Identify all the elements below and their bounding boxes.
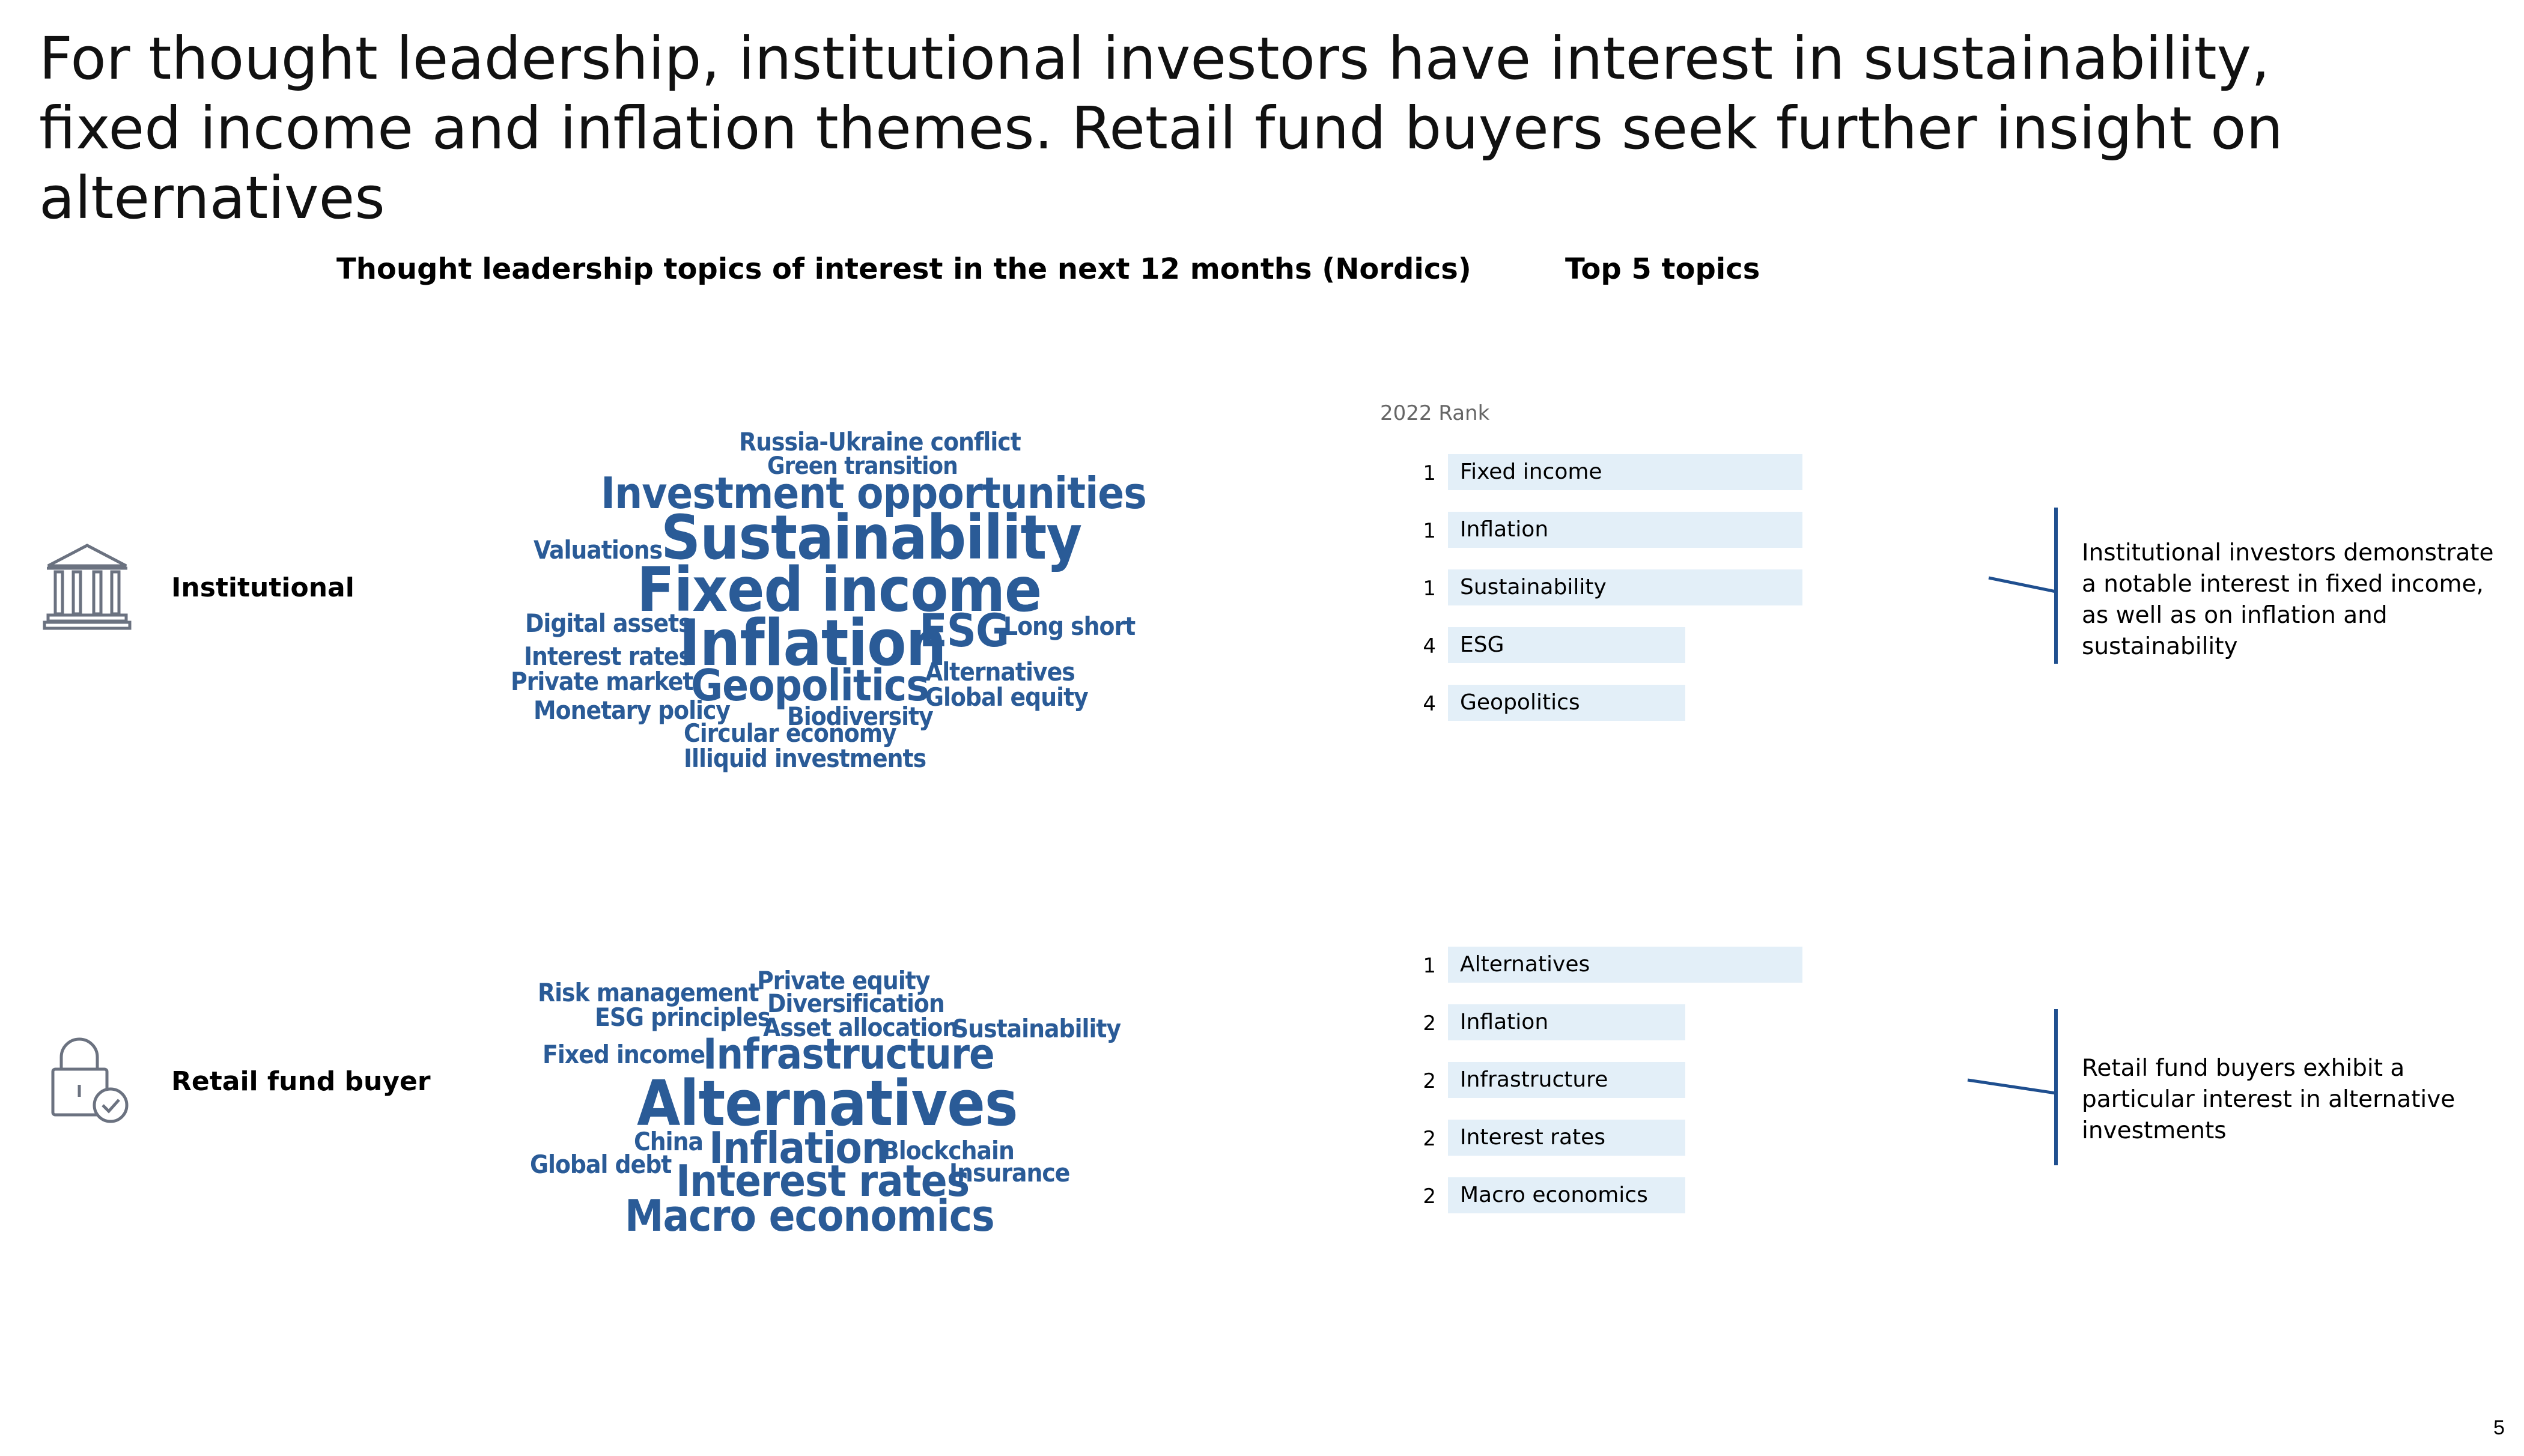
topic-bar xyxy=(1448,947,1802,983)
topic-label: Sustainability xyxy=(1460,575,1607,599)
word-cloud-term: Asset allocation xyxy=(763,1013,958,1042)
topic-label: Alternatives xyxy=(1460,952,1590,977)
word-cloud-term: Investment opportunities xyxy=(601,468,1147,518)
word-cloud-heading: Thought leadership topics of interest in… xyxy=(336,252,1471,286)
topic-bar xyxy=(1448,512,1802,548)
topic-label: Interest rates xyxy=(1460,1125,1606,1150)
rank-number: 1 xyxy=(1423,519,1436,543)
slide-title: For thought leadership, institutional in… xyxy=(39,25,2283,232)
topic-label: Inflation xyxy=(1460,517,1549,542)
word-cloud-term: Biodiversity xyxy=(787,702,934,731)
word-cloud-term: Russia-Ukraine conflict xyxy=(739,427,1021,457)
word-cloud-term: Digital assets xyxy=(525,608,692,638)
topic-bar xyxy=(1448,685,1685,721)
top-topics-heading: Top 5 topics xyxy=(1565,252,1760,286)
word-cloud-term: Sustainability xyxy=(661,502,1082,574)
word-cloud-term: Circular economy xyxy=(684,718,897,748)
rank-number: 2 xyxy=(1423,1069,1436,1093)
rank-number: 2 xyxy=(1423,1127,1436,1151)
word-cloud-term: ESG principles xyxy=(595,1003,771,1032)
institutional-bracket xyxy=(1988,508,2058,664)
topic-label: ESG xyxy=(1460,632,1504,657)
retail-bracket xyxy=(1967,1009,2058,1165)
rank-number: 1 xyxy=(1423,954,1436,978)
word-cloud-term: Sustainability xyxy=(952,1014,1121,1043)
bank-building-icon xyxy=(42,541,132,631)
word-cloud-term: Inflation xyxy=(709,1123,889,1173)
rank-number: 1 xyxy=(1423,577,1436,601)
word-cloud-term: ESG xyxy=(919,604,1009,657)
word-cloud-term: Long short xyxy=(1003,611,1136,641)
topic-bar xyxy=(1448,1177,1685,1213)
retail-fund-buyer-label: Retail fund buyer xyxy=(171,1066,431,1097)
word-cloud-term: Private market xyxy=(511,667,693,696)
retail-note: Retail fund buyers exhibit a particular … xyxy=(2082,1055,2456,1144)
rank-number: 1 xyxy=(1423,461,1436,485)
word-cloud-term: China xyxy=(634,1127,704,1156)
topic-bar xyxy=(1448,1120,1685,1156)
word-cloud-term: Risk management xyxy=(538,978,759,1007)
word-cloud-term: Fixed income xyxy=(543,1040,705,1069)
word-cloud-term: Insurance xyxy=(949,1158,1070,1188)
word-cloud-term: Fixed income xyxy=(637,554,1042,626)
lock-check-icon xyxy=(48,1033,129,1129)
rank-number: 2 xyxy=(1423,1185,1436,1209)
rank-number: 4 xyxy=(1423,692,1436,716)
word-cloud-term: Illiquid investments xyxy=(684,744,926,773)
word-cloud-term: Interest rates xyxy=(676,1156,970,1206)
topic-bar xyxy=(1448,1004,1685,1040)
word-cloud-term: Infrastructure xyxy=(703,1030,995,1079)
topic-bar xyxy=(1448,627,1685,663)
word-cloud-term: Valuations xyxy=(534,535,663,565)
rank-number: 4 xyxy=(1423,634,1436,658)
topic-label: Macro economics xyxy=(1460,1183,1648,1207)
topic-bar xyxy=(1448,569,1802,605)
word-cloud-term: Private equity xyxy=(757,966,930,995)
word-cloud-term: Blockchain xyxy=(882,1136,1015,1165)
word-cloud-term: Global equity xyxy=(925,682,1089,712)
word-cloud-term: Green transition xyxy=(767,452,958,480)
institutional-label: Institutional xyxy=(171,572,354,603)
topic-label: Geopolitics xyxy=(1460,690,1580,715)
rank-number: 2 xyxy=(1423,1012,1436,1036)
word-cloud-term: Alternatives xyxy=(925,657,1075,687)
institutional-note: Institutional investors demonstrate a no… xyxy=(2082,539,2494,660)
topic-label: Infrastructure xyxy=(1460,1067,1608,1092)
word-cloud-term: Inflation xyxy=(679,606,947,680)
word-cloud-term: Global debt xyxy=(530,1150,672,1179)
word-cloud-term: Geopolitics xyxy=(691,660,929,711)
word-cloud-term: Monetary policy xyxy=(534,696,731,725)
rank-header: 2022 Rank xyxy=(1380,401,1490,425)
word-cloud-term: Macro economics xyxy=(625,1191,995,1241)
topic-label: Fixed income xyxy=(1460,460,1602,484)
word-cloud-term: Diversification xyxy=(767,989,945,1018)
word-cloud-term: Alternatives xyxy=(637,1067,1018,1140)
topic-bar xyxy=(1448,454,1802,490)
topic-label: Inflation xyxy=(1460,1010,1549,1034)
page-number: 5 xyxy=(2493,1416,2505,1439)
word-cloud-term: Interest rates xyxy=(524,642,692,671)
topic-bar xyxy=(1448,1062,1685,1098)
